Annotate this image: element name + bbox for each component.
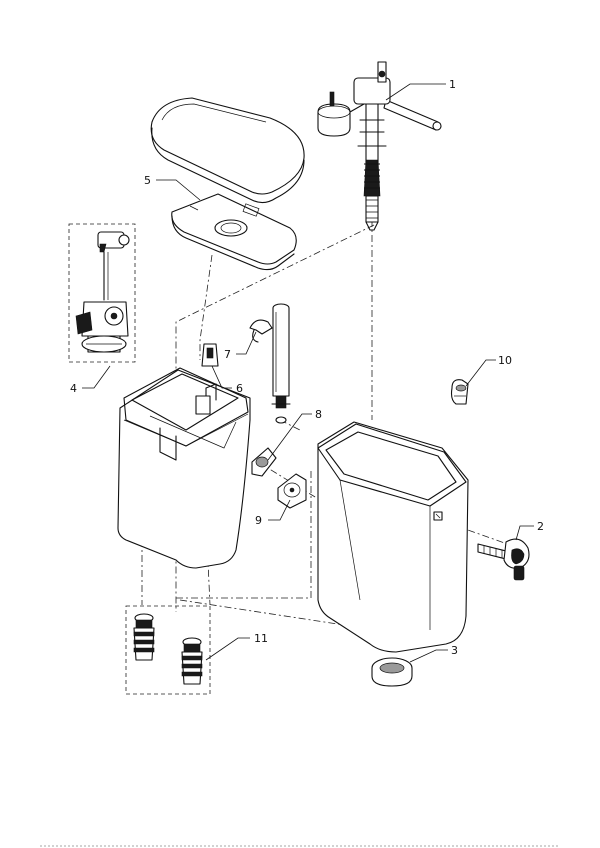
fixing-right bbox=[181, 637, 203, 685]
callout-11: 11 bbox=[254, 632, 268, 645]
callout-4: 4 bbox=[70, 382, 77, 395]
push-button-part-2 bbox=[477, 538, 530, 581]
flush-valve-group-box bbox=[68, 223, 136, 363]
clip-part-6 bbox=[201, 343, 219, 367]
callout-10: 10 bbox=[498, 354, 512, 367]
callout-1: 1 bbox=[449, 78, 456, 91]
callout-3: 3 bbox=[451, 644, 458, 657]
lid-insert-tray bbox=[171, 193, 297, 271]
outer-cistern bbox=[317, 421, 469, 653]
callout-9: 9 bbox=[255, 514, 262, 527]
fixing-left bbox=[133, 613, 155, 661]
callout-8: 8 bbox=[315, 408, 322, 421]
callout-2: 2 bbox=[537, 520, 544, 533]
gasket-plate-part-9 bbox=[277, 473, 307, 509]
callout-6: 6 bbox=[236, 382, 243, 395]
flush-valve bbox=[75, 231, 130, 353]
fill-valve bbox=[317, 61, 442, 231]
outlet-seal-part-3 bbox=[371, 657, 413, 687]
leader-lines bbox=[82, 83, 534, 663]
fixings-group-box bbox=[125, 605, 211, 695]
cistern-lid bbox=[150, 97, 305, 204]
overflow-tube bbox=[271, 303, 291, 409]
callout-labels: 1 2 3 4 5 6 7 8 9 10 11 bbox=[70, 78, 544, 657]
seal-ring-part-8 bbox=[251, 416, 287, 477]
clip-part-10 bbox=[450, 379, 469, 405]
cistern-liner bbox=[117, 367, 251, 569]
callout-7: 7 bbox=[224, 348, 231, 361]
callout-5: 5 bbox=[144, 174, 151, 187]
